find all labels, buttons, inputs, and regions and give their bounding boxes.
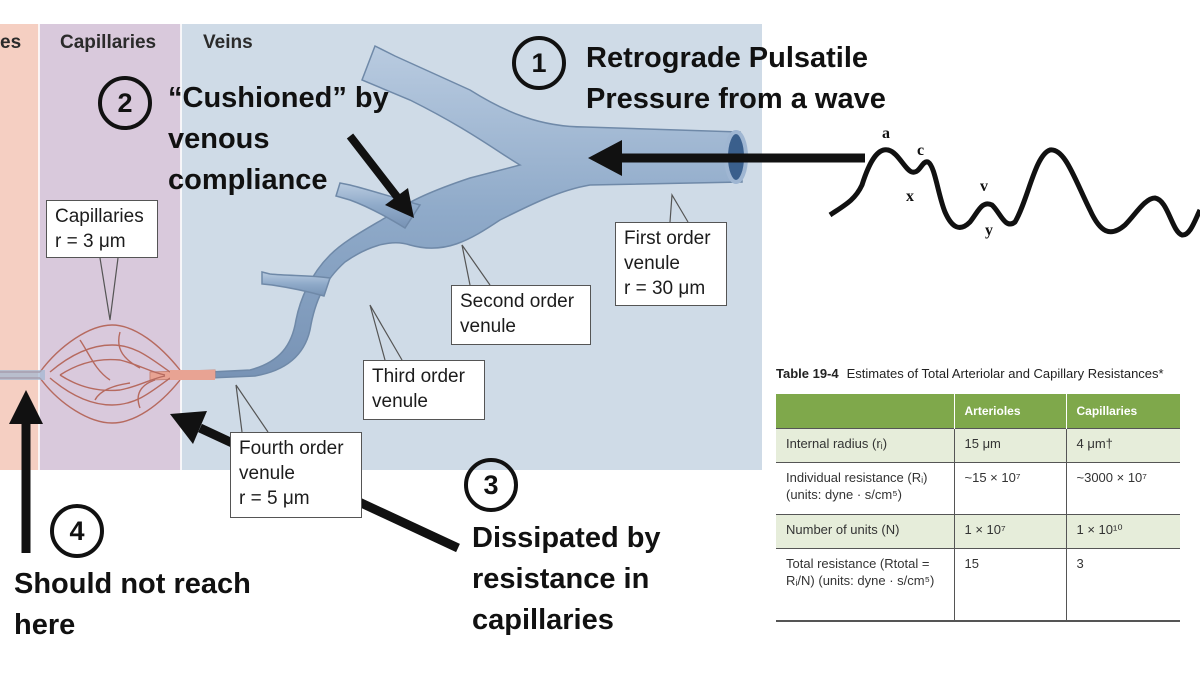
table-cell-arterioles: ~15 × 10⁷ (953, 462, 1066, 515)
table-title: Estimates of Total Arteriolar and Capill… (846, 366, 1164, 381)
callout-second-order-line-2: venule (460, 316, 516, 337)
region-divider (180, 24, 182, 470)
callout-first-order: First order venule r = 30 μm (615, 222, 727, 306)
arteries-region (0, 24, 39, 470)
table-cell-arterioles: 1 × 10⁷ (953, 514, 1066, 549)
arrow-2-shaft (346, 133, 402, 201)
annotation-2: “Cushioned” by venous compliance (168, 78, 389, 201)
marker-3: 3 (464, 458, 518, 512)
capillary-inflow (0, 370, 45, 380)
capillary-bed (0, 324, 181, 424)
pointer-capillaries (99, 257, 119, 321)
callout-fourth-order: Fourth order venule r = 5 μm (230, 432, 362, 518)
wave-label-v: v (980, 178, 988, 195)
table-header-capillaries: Capillaries (1065, 394, 1180, 429)
capillary-outflow (170, 370, 215, 380)
table-row: Number of units (N) 1 × 10⁷ 1 × 10¹⁰ (776, 514, 1180, 549)
callout-first-order-line-1: First order (624, 228, 711, 249)
table-cell-label: Number of units (N) (776, 514, 954, 549)
marker-4: 4 (50, 504, 104, 558)
table-cell-capillaries: 4 μm† (1065, 428, 1180, 463)
table-row: Individual resistance (Rᵢ) (units: dyne … (776, 462, 1180, 515)
pointer-third-order (369, 304, 403, 361)
annotation-3-line-3: capillaries (472, 604, 614, 636)
annotation-2-line-2: venous (168, 123, 270, 155)
callout-first-order-line-2: venule (624, 253, 680, 274)
annotation-2-line-3: compliance (168, 164, 328, 196)
annotation-4: Should not reach here (14, 564, 251, 646)
table-row: Total resistance (Rtotal = Rᵢ/N) (units:… (776, 548, 1180, 621)
table-cell-label: Internal radius (rᵢ) (776, 428, 954, 463)
table-header-blank (776, 394, 954, 429)
marker-1: 1 (512, 36, 566, 90)
callout-fourth-order-line-1: Fourth order (239, 438, 344, 459)
table-cell-label: Total resistance (Rtotal = Rᵢ/N) (units:… (776, 548, 954, 621)
pointer-first-order (669, 193, 689, 223)
table-row: Internal radius (rᵢ) 15 μm 4 μm† (776, 428, 1180, 463)
callout-third-order: Third order venule (363, 360, 485, 420)
callout-second-order-line-1: Second order (460, 291, 575, 312)
first-order-venule (209, 44, 743, 379)
wave-label-x: x (906, 188, 914, 205)
callout-third-order-line-1: Third order (372, 366, 465, 387)
wave-label-a: a (882, 125, 890, 142)
callout-second-order: Second order venule (451, 285, 591, 345)
annotation-4-line-1: Should not reach (14, 568, 251, 600)
table-cell-capillaries: 1 × 10¹⁰ (1065, 514, 1180, 549)
arteries-label: es (0, 32, 22, 53)
table-cell-arterioles: 15 (953, 548, 1066, 621)
wave-label-y: y (985, 222, 993, 239)
wave-label-c: c (917, 142, 925, 159)
annotation-3-line-1: Dissipated by (472, 522, 661, 554)
table-header-row: Arterioles Capillaries (776, 394, 1180, 429)
annotation-1-line-2: Pressure from a wave (586, 83, 886, 115)
callout-fourth-order-line-2: venule (239, 463, 295, 484)
table-cell-capillaries: 3 (1065, 548, 1180, 621)
region-divider (38, 24, 40, 470)
annotation-4-line-2: here (14, 609, 76, 641)
callout-first-order-line-3: r = 30 μm (624, 278, 706, 299)
table-cell-arterioles: 15 μm (953, 428, 1066, 463)
callout-capillaries-line-1: Capillaries (55, 206, 144, 227)
resistance-table: Arterioles Capillaries Internal radius (… (776, 394, 1180, 622)
veins-label: Veins (203, 32, 253, 53)
annotation-3: Dissipated by resistance in capillaries (472, 518, 661, 641)
venous-pulse-wave (828, 147, 1200, 238)
callout-capillaries-line-2: r = 3 μm (55, 231, 126, 252)
annotation-3-line-2: resistance in (472, 563, 650, 595)
callout-third-order-line-2: venule (372, 391, 428, 412)
callout-fourth-order-line-3: r = 5 μm (239, 488, 310, 509)
table-header-arterioles: Arterioles (953, 394, 1066, 429)
resistance-table-block: Table 19-4 Estimates of Total Arteriolar … (776, 366, 1182, 622)
table-cell-label: Individual resistance (Rᵢ) (units: dyne … (776, 462, 954, 515)
table-caption: Table 19-4 Estimates of Total Arteriolar … (776, 366, 1182, 382)
marker-2: 2 (98, 76, 152, 130)
pointer-second-order (461, 244, 491, 286)
arrow-2-head (385, 188, 414, 218)
annotation-1: Retrograde Pulsatile Pressure from a wav… (586, 38, 886, 120)
pointer-fourth-order (235, 384, 269, 433)
table-cell-capillaries: ~3000 × 10⁷ (1065, 462, 1180, 515)
arrow-3-head (170, 411, 207, 444)
arrow-1-head (588, 140, 622, 176)
callout-capillaries: Capillaries r = 3 μm (46, 200, 158, 258)
capillaries-label: Capillaries (60, 32, 157, 53)
annotation-2-line-1: “Cushioned” by (168, 82, 389, 114)
annotation-1-line-1: Retrograde Pulsatile (586, 42, 869, 74)
third-order-branch (261, 271, 331, 297)
table-number: Table 19-4 (776, 366, 839, 381)
arrow-4-head (9, 390, 43, 424)
